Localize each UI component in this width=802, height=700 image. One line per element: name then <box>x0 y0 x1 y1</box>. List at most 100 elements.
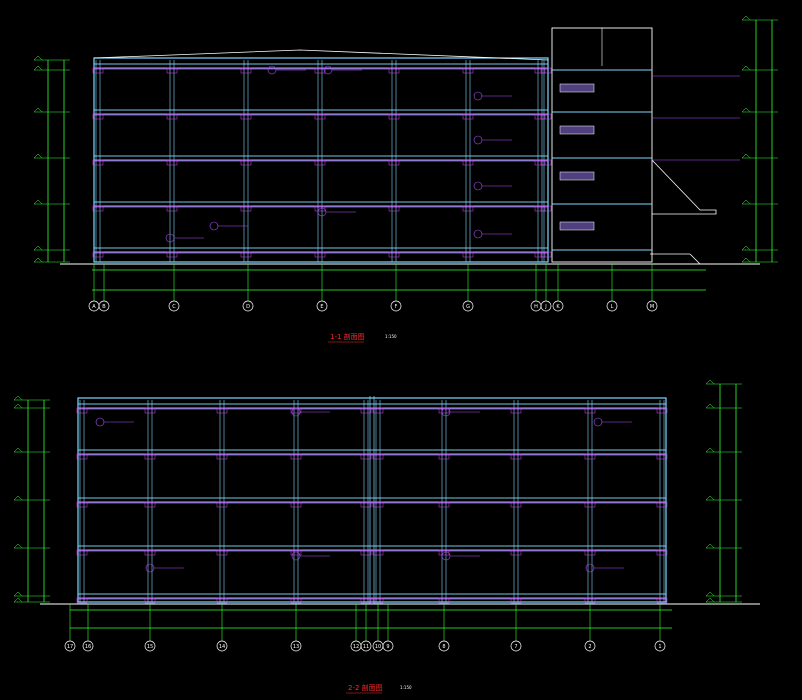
beam-section <box>388 67 400 74</box>
axis-label: 15 <box>147 644 153 650</box>
axis-label: K <box>556 304 560 310</box>
floor-slab <box>77 403 667 409</box>
section2-floor-slabs <box>77 403 667 600</box>
beam-section <box>584 597 596 604</box>
section1-right-level-dimensions <box>741 15 778 263</box>
section2-right-level-dimensions <box>705 379 742 603</box>
axis-bubble <box>290 640 302 652</box>
beam-section <box>656 501 668 508</box>
level-marker <box>33 245 43 251</box>
beam-section <box>76 597 88 604</box>
beam-section <box>76 549 88 556</box>
beam-section <box>92 159 104 166</box>
beam-section <box>656 549 668 556</box>
canopy-line <box>651 159 717 215</box>
beam-section <box>462 67 474 74</box>
annex-stair-flight <box>559 171 595 181</box>
beam-section <box>144 549 156 556</box>
axis-label: 2 <box>588 644 591 650</box>
axis-label: 17 <box>67 644 73 650</box>
beam-section <box>314 67 326 74</box>
axis-bubble <box>216 640 228 652</box>
beam-section <box>510 407 522 414</box>
axis-label: L <box>611 304 614 310</box>
beam-section <box>584 407 596 414</box>
beam-section <box>388 251 400 258</box>
axis-label: 10 <box>375 644 381 650</box>
annex-stair-flight <box>559 125 595 135</box>
beam-section <box>438 453 450 460</box>
axis-bubble <box>462 300 474 312</box>
ground-step <box>689 253 701 265</box>
level-marker <box>741 257 751 263</box>
beam-section <box>534 159 546 166</box>
level-marker <box>741 153 751 159</box>
beam-section <box>534 251 546 258</box>
axis-bubble <box>64 640 76 652</box>
level-marker <box>705 447 715 453</box>
beam-section <box>144 501 156 508</box>
level-marker <box>741 199 751 205</box>
axis-label: 8 <box>442 644 445 650</box>
beam-section <box>216 407 228 414</box>
section2-title: 2-2 剖面图 <box>348 683 383 692</box>
axis-label: A <box>92 304 96 310</box>
axis-label: 14 <box>219 644 225 650</box>
level-marker <box>705 403 715 409</box>
level-marker <box>705 379 715 385</box>
beam-section <box>240 251 252 258</box>
beam-section <box>290 501 302 508</box>
section1-title: 1-1 剖面图 <box>330 332 365 341</box>
axis-bubble <box>98 300 110 312</box>
beam-section <box>438 549 450 556</box>
level-marker <box>741 15 751 21</box>
axis-label: 16 <box>85 644 91 650</box>
beam-section <box>540 251 552 258</box>
axis-label: D <box>246 304 250 310</box>
axis-bubble <box>242 300 254 312</box>
annex-floors <box>552 69 652 251</box>
beam-section <box>534 113 546 120</box>
level-marker <box>33 107 43 113</box>
beam-section <box>656 453 668 460</box>
beam-section <box>438 501 450 508</box>
level-marker <box>741 107 751 113</box>
beam-section <box>290 549 302 556</box>
level-marker <box>13 543 23 549</box>
beam-section <box>216 501 228 508</box>
axis-bubble <box>360 640 372 652</box>
axis-bubble <box>606 300 618 312</box>
beam-section <box>510 597 522 604</box>
section2-callouts <box>95 407 632 573</box>
section2-left-level-dimensions <box>13 395 50 603</box>
beam-section <box>584 549 596 556</box>
beam-section <box>290 597 302 604</box>
axis-bubble <box>438 640 450 652</box>
beam-section <box>584 501 596 508</box>
axis-label: C <box>172 304 176 310</box>
axis-bubble <box>316 300 328 312</box>
level-marker <box>33 153 43 159</box>
beam-section <box>462 113 474 120</box>
axis-bubble <box>510 640 522 652</box>
beam-section <box>540 113 552 120</box>
beam-section <box>540 159 552 166</box>
floor-slab <box>77 449 667 455</box>
beam-section <box>76 407 88 414</box>
level-marker <box>705 597 715 603</box>
beam-section <box>144 597 156 604</box>
beam-section <box>534 67 546 74</box>
beam-section <box>360 407 372 414</box>
beam-section <box>372 597 384 604</box>
axis-bubble <box>584 640 596 652</box>
beam-section <box>360 453 372 460</box>
beam-section <box>540 67 552 74</box>
level-marker <box>741 245 751 251</box>
beam-section <box>76 501 88 508</box>
level-marker <box>13 591 23 597</box>
axis-bubble <box>382 640 394 652</box>
axis-label: J <box>544 304 546 310</box>
